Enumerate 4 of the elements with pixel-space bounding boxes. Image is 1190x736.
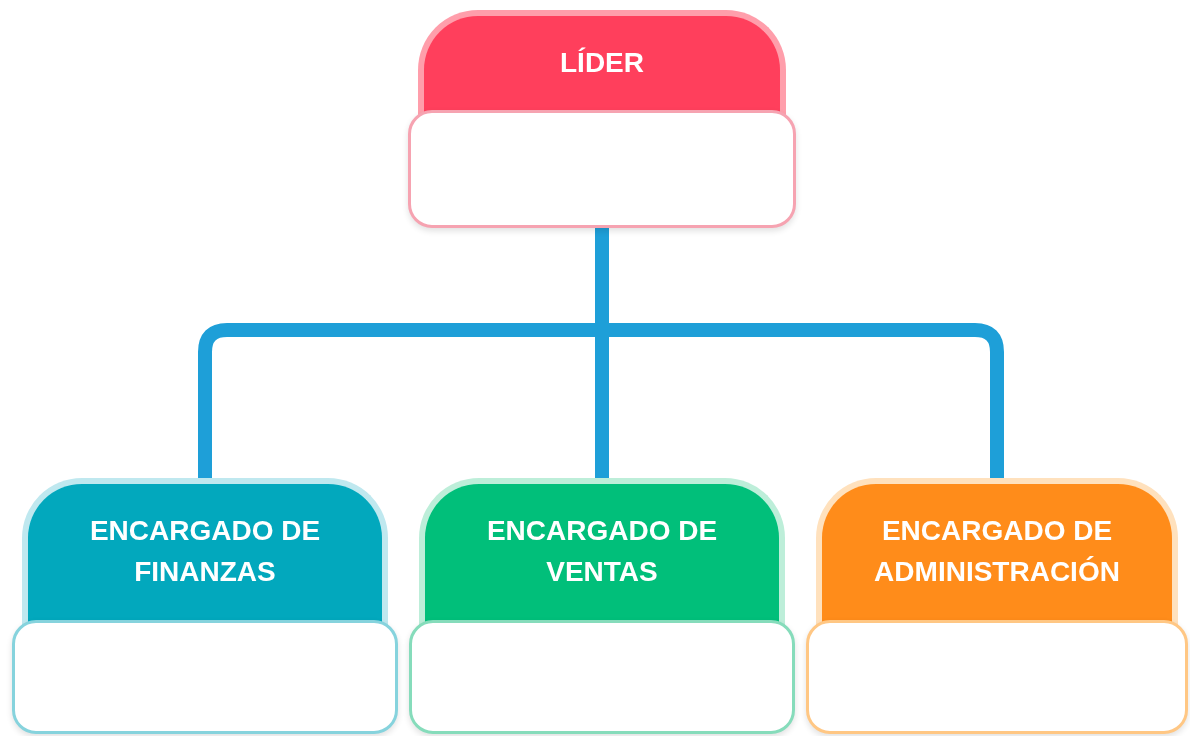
org-chart-card (12, 478, 398, 734)
org-chart-card (806, 478, 1188, 734)
org-chart-card (408, 10, 796, 228)
org-chart-card (409, 478, 795, 734)
